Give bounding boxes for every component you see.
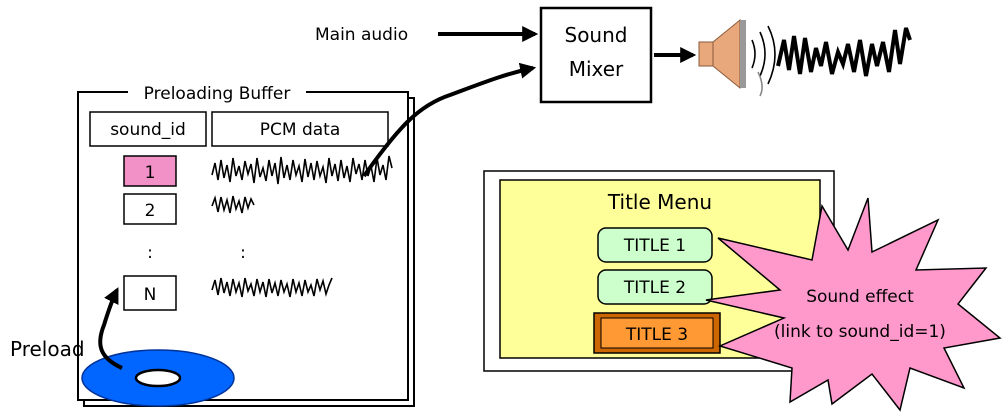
- disc-icon: [81, 349, 235, 407]
- sound-id-cell-n: [123, 275, 177, 311]
- sound-effect-line2: (link to sound_id=1): [774, 322, 946, 342]
- pcm-wave-1: [211, 155, 393, 185]
- col-header-pcm-data: PCM data: [260, 120, 340, 140]
- speaker-icon: [698, 18, 776, 97]
- title-3-button[interactable]: TITLE 3: [593, 312, 721, 354]
- title-1-label: TITLE 1: [623, 236, 686, 256]
- sound-id-n: N: [144, 285, 157, 305]
- sound-id-cell-1: [123, 155, 177, 187]
- sound-mixer-box: Sound Mixer: [539, 6, 653, 104]
- main-audio-label: Main audio: [315, 25, 408, 45]
- sound-id-2: 2: [145, 201, 156, 221]
- preload-arrow: [98, 287, 123, 370]
- pcm-wave-2: [211, 195, 255, 214]
- sound-effect-line1: Sound effect: [806, 287, 914, 307]
- sound-id-ellipsis: :: [147, 243, 153, 263]
- pcm-ellipsis: :: [240, 243, 246, 263]
- pcm-wave-n: [211, 277, 333, 298]
- sound-effect-burst: Sound effect (link to sound_id=1): [705, 197, 1002, 412]
- preload-label: Preload: [10, 337, 85, 361]
- title-2-button[interactable]: TITLE 2: [597, 269, 713, 305]
- sound-mixer-line2: Mixer: [569, 57, 624, 81]
- buffer-title: Preloading Buffer: [144, 84, 291, 104]
- title-menu-heading: Title Menu: [607, 190, 712, 214]
- sound-mixer-line1: Sound: [565, 23, 628, 47]
- col-header-sound-id: sound_id: [110, 120, 186, 140]
- output-sound-wave: [776, 27, 912, 77]
- title-3-label: TITLE 3: [625, 325, 688, 345]
- buffer-to-mixer-arrow: [362, 62, 537, 178]
- col-header-pcm-cell: [211, 111, 389, 147]
- title-1-button[interactable]: TITLE 1: [597, 227, 713, 263]
- preloading-buffer: Preloading Buffer sound_id PCM data 1 2 …: [77, 81, 415, 407]
- sound-id-cell-2: [123, 193, 177, 225]
- title-2-label: TITLE 2: [623, 278, 686, 298]
- sound-id-1: 1: [145, 163, 156, 183]
- col-header-id-cell: [89, 111, 207, 147]
